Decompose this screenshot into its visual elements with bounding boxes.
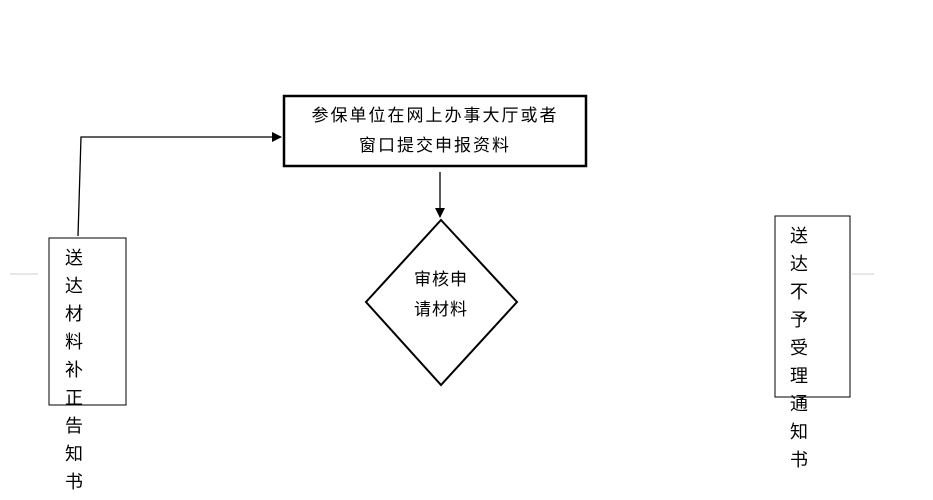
supplement-notice-box bbox=[48, 237, 127, 406]
submit-label-line-1: 参保单位在网上办事大厅或者 bbox=[311, 106, 559, 126]
flowchart-canvas bbox=[10, 94, 874, 406]
review-label-line-1: 审核申 bbox=[414, 270, 468, 290]
review-label-line-2: 请材料 bbox=[414, 300, 468, 320]
submit-label-line-2: 窗口提交申报资料 bbox=[359, 136, 511, 156]
reject-notice-box bbox=[774, 215, 851, 398]
arrow-supplement-to-submit bbox=[77, 132, 282, 237]
review-decision-diamond bbox=[364, 218, 519, 387]
review-label: 审核申 请材料 bbox=[391, 265, 491, 325]
submit-materials-box bbox=[282, 94, 588, 168]
supplement-notice-label: 送达材料补正告知书 bbox=[62, 248, 83, 500]
reject-notice-label: 送达不予受理通知书 bbox=[787, 226, 808, 478]
submit-materials-label: 参保单位在网上办事大厅或者 窗口提交申报资料 bbox=[284, 101, 586, 161]
